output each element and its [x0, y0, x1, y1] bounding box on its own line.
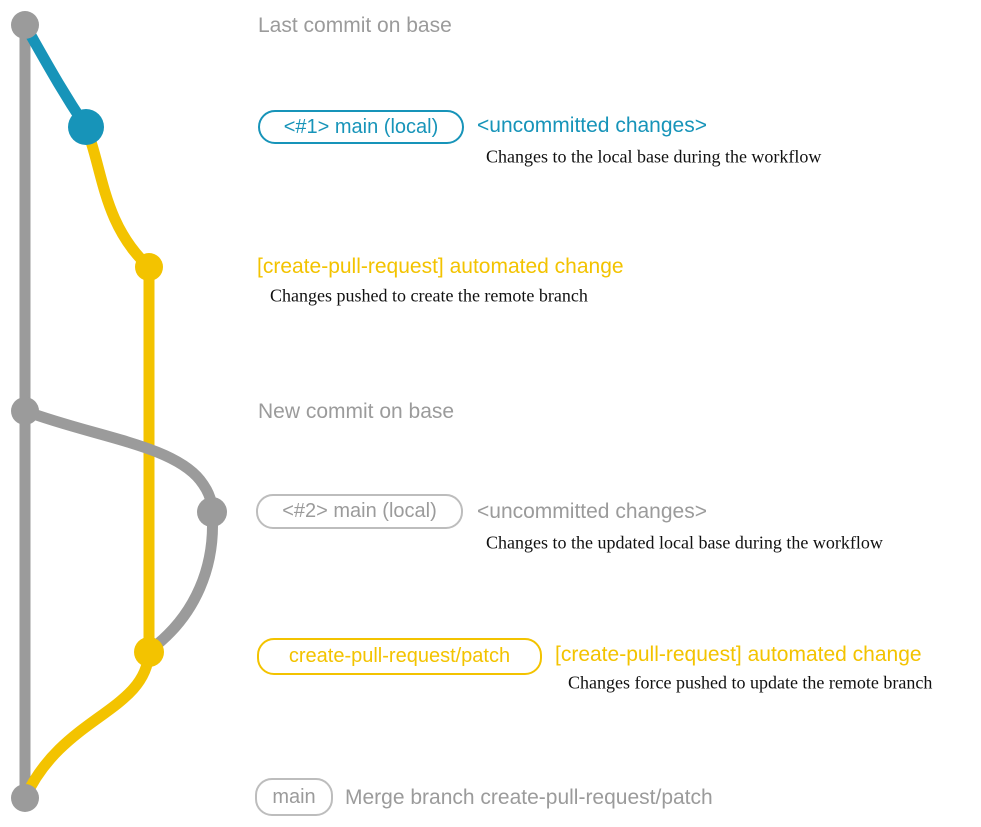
branch-badge-main-local-1: <#1> main (local): [258, 110, 464, 144]
branch-badge-patch: create-pull-request/patch: [257, 638, 542, 675]
commit-message-uncommitted-1: <uncommitted changes>: [477, 114, 707, 137]
branch-badge-main-local-2-label: <#2> main (local): [282, 500, 437, 522]
commit-node-merge: [11, 784, 39, 812]
commit-node-main-local-1: [68, 109, 104, 145]
description-uncommitted-1: Changes to the local base during the wor…: [486, 146, 822, 167]
last-commit-on-base-label: Last commit on base: [258, 14, 452, 37]
edge-branch-out-main-local-2: [19, 405, 218, 518]
commit-message-automated-2: [create-pull-request] automated change: [555, 643, 922, 666]
edge-force-push-into-patch: [144, 506, 218, 656]
branch-badge-main-local-2: <#2> main (local): [256, 494, 463, 529]
commit-message-merge: Merge branch create-pull-request/patch: [345, 786, 713, 809]
branch-badge-main-local-1-label: <#1> main (local): [283, 115, 439, 138]
branch-badge-main-label: main: [272, 785, 316, 808]
commit-node-new-base: [11, 397, 39, 425]
commit-node-last-base: [11, 11, 39, 39]
branch-badge-patch-label: create-pull-request/patch: [288, 645, 511, 667]
edge-merge-patch-into-base: [19, 646, 155, 804]
edge-branch-out-patch: [80, 121, 155, 273]
branch-badge-main: main: [255, 778, 333, 816]
description-automated-1: Changes pushed to create the remote bran…: [270, 285, 588, 306]
commit-message-automated-1: [create-pull-request] automated change: [257, 255, 624, 278]
description-uncommitted-2: Changes to the updated local base during…: [486, 532, 883, 553]
new-commit-on-base-label: New commit on base: [258, 400, 455, 423]
commit-message-uncommitted-2: <uncommitted changes>: [477, 500, 707, 523]
commit-node-automated-change-2: [134, 637, 164, 667]
commit-graph: [11, 11, 227, 812]
commit-node-automated-change-1: [135, 253, 163, 281]
description-automated-2: Changes force pushed to update the remot…: [568, 672, 933, 693]
commit-node-main-local-2: [197, 497, 227, 527]
